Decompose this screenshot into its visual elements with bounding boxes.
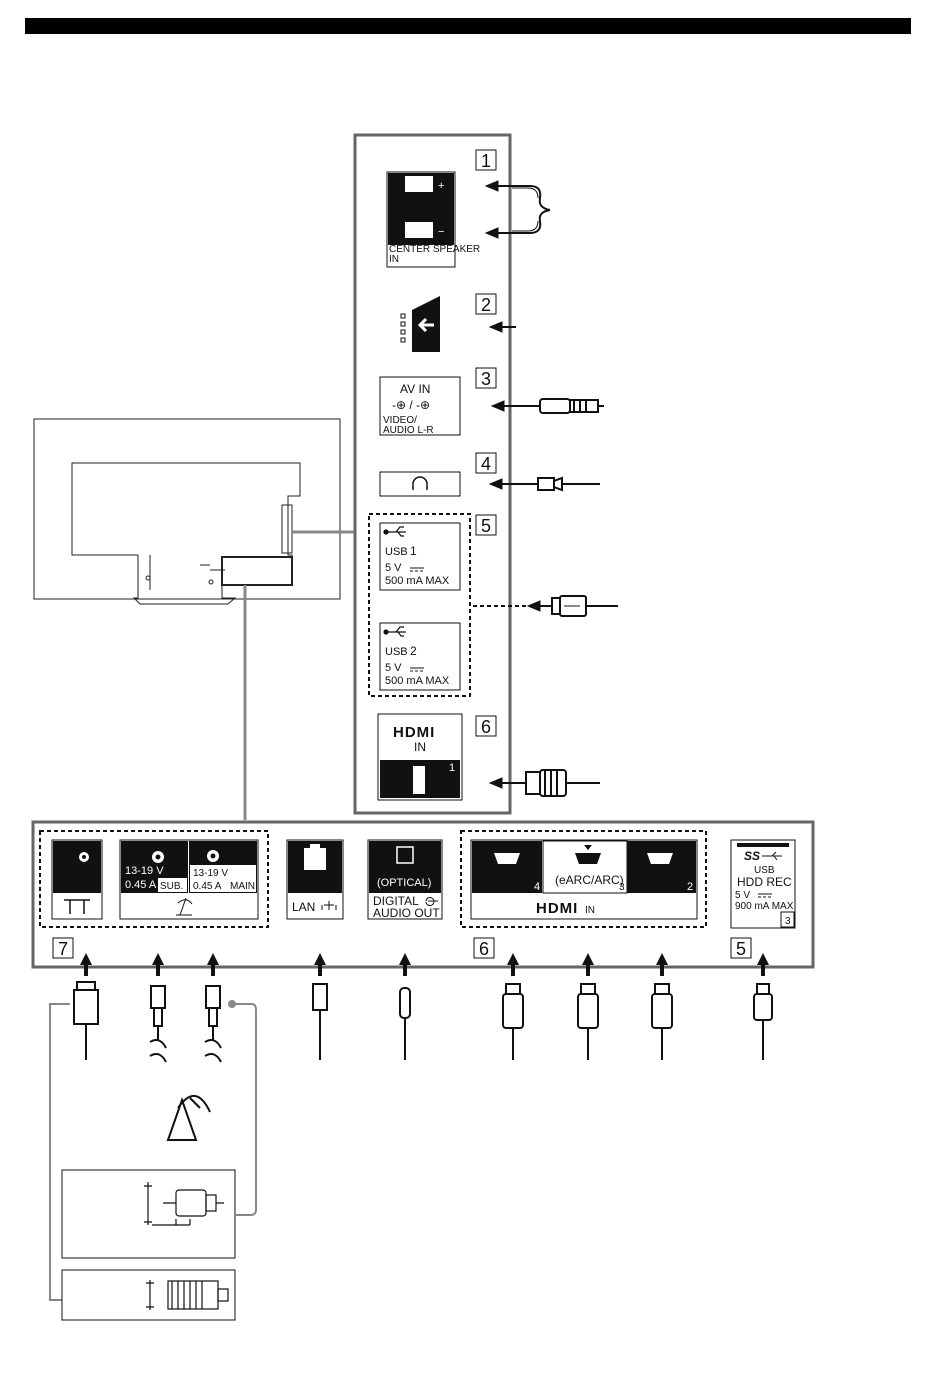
badge-3-label: 3 bbox=[481, 369, 491, 389]
hdmi-1-logo: HDMI bbox=[393, 724, 435, 741]
usb-1-number: 1 bbox=[410, 544, 417, 558]
hdmi-2-label: 2 bbox=[687, 881, 693, 893]
av-in-title: AV IN bbox=[400, 382, 430, 396]
digital-label-2: AUDIO OUT bbox=[373, 906, 440, 920]
badge-1-label: 1 bbox=[481, 151, 491, 171]
bottom-cables bbox=[74, 982, 772, 1062]
badge-6-bottom-label: 6 bbox=[479, 939, 489, 959]
speaker-minus: − bbox=[438, 226, 444, 238]
badge-5-bottom-label: 5 bbox=[736, 939, 746, 959]
av-in-symbols: -⊕ / -⊕ bbox=[392, 398, 430, 412]
sat-main-tag: MAIN bbox=[230, 881, 255, 892]
lan-label: LAN bbox=[292, 900, 315, 914]
sat-sub-line2: 0.45 A bbox=[125, 879, 157, 891]
usb-2-current: 500 mA MAX bbox=[385, 675, 450, 687]
usb-3-volt: 5 V bbox=[735, 890, 750, 901]
optical-label: (OPTICAL) bbox=[377, 877, 431, 889]
speaker-label-in: IN bbox=[389, 254, 399, 265]
usb-3-port-number: 3 bbox=[785, 916, 791, 927]
badge-7-label: 7 bbox=[58, 939, 68, 959]
av-in-line2: AUDIO L-R bbox=[383, 425, 434, 436]
hdmi-1-port-number: 1 bbox=[449, 762, 455, 774]
tv-rear-illustration bbox=[34, 419, 340, 604]
badge-4-label: 4 bbox=[481, 454, 491, 474]
speaker-label: CENTER SPEAKER bbox=[389, 244, 480, 255]
satellite-dish-icon bbox=[168, 1096, 210, 1140]
antenna-connector-detail bbox=[62, 1270, 235, 1320]
usb-2-volt: 5 V bbox=[385, 662, 402, 674]
hdmi-in-label: IN bbox=[585, 905, 595, 916]
usb-2-label: USB bbox=[385, 646, 408, 658]
usb-3-hdd: HDD REC bbox=[737, 875, 792, 889]
header-bar bbox=[25, 18, 911, 34]
hdmi-3-label: 3 bbox=[619, 882, 625, 893]
usb-1-volt: 5 V bbox=[385, 562, 402, 574]
usb-1-current: 500 mA MAX bbox=[385, 575, 450, 587]
speaker-plus: + bbox=[438, 180, 444, 192]
sat-main-line2: 0.45 A bbox=[193, 881, 222, 892]
sat-sub-tag: SUB. bbox=[160, 881, 183, 892]
headphone-port[interactable] bbox=[380, 472, 460, 496]
hdmi-logo: HDMI bbox=[536, 900, 578, 917]
badge-5-label: 5 bbox=[481, 516, 491, 536]
usb-3-logo: SS bbox=[744, 849, 760, 863]
earc-label: (eARC/ARC) bbox=[555, 873, 624, 887]
sat-main-line1: 13-19 V bbox=[193, 868, 228, 879]
badge-2-label: 2 bbox=[481, 295, 491, 315]
usb-1-label: USB bbox=[385, 546, 408, 558]
hdmi-4-label: 4 bbox=[534, 881, 540, 893]
usb-3-current: 900 mA MAX bbox=[735, 901, 794, 912]
badge-6-label: 6 bbox=[481, 717, 491, 737]
hdmi-1-in: IN bbox=[414, 740, 426, 754]
usb-2-number: 2 bbox=[410, 644, 417, 658]
sat-sub-line1: 13-19 V bbox=[125, 865, 164, 877]
side-cables bbox=[500, 186, 618, 796]
